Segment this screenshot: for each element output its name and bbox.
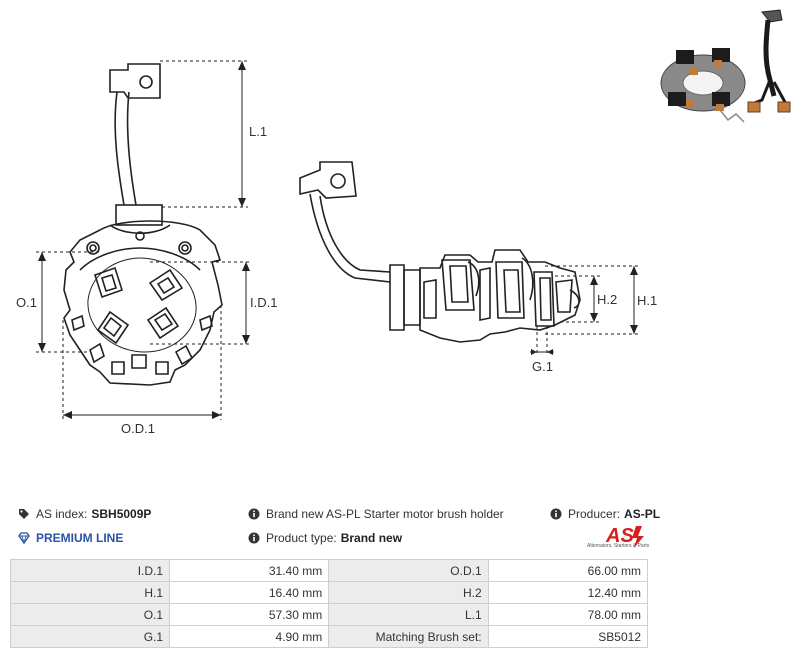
spec-value: 4.90 mm: [169, 625, 330, 648]
spec-label: Matching Brush set:: [328, 625, 489, 648]
dim-label-l1: L.1: [249, 124, 267, 139]
logo-tagline: Alternators, Starters & Parts: [587, 543, 650, 549]
dim-label-o1: O.1: [16, 295, 37, 310]
premium-line-text: PREMIUM LINE: [36, 531, 124, 545]
dim-label-h2: H.2: [597, 292, 617, 307]
spec-value: 16.40 mm: [169, 581, 330, 604]
table-row: I.D.1 31.40 mm O.D.1 66.00 mm: [9, 559, 649, 582]
spec-label: O.D.1: [328, 559, 489, 582]
as-index: AS index: SBH5009P: [18, 507, 151, 521]
front-dimensions: [36, 60, 252, 420]
spec-label: H.2: [328, 581, 489, 604]
dim-label-od1: O.D.1: [121, 421, 155, 436]
spec-value: 12.40 mm: [487, 581, 649, 604]
spec-value: 57.30 mm: [169, 603, 330, 626]
diamond-icon: [18, 532, 30, 544]
spec-value: 66.00 mm: [487, 559, 649, 582]
producer-value: AS-PL: [624, 507, 661, 521]
as-logo: AS: [605, 525, 644, 548]
as-index-label: AS index:: [36, 507, 88, 521]
lightning-icon: [632, 526, 644, 548]
table-row: G.1 4.90 mm Matching Brush set: SB5012: [9, 625, 649, 648]
logo-letters: AS: [605, 525, 634, 547]
dim-label-h1: H.1: [637, 293, 657, 308]
table-row: O.1 57.30 mm L.1 78.00 mm: [9, 603, 649, 626]
as-index-value: SBH5009P: [91, 507, 152, 521]
producer: Producer: AS-PL: [550, 507, 660, 521]
spec-value: SB5012: [487, 625, 649, 648]
side-view: [299, 161, 581, 343]
table-row: H.1 16.40 mm H.2 12.40 mm: [9, 581, 649, 604]
product-type-label: Product type:: [266, 531, 337, 545]
spec-value: 31.40 mm: [169, 559, 330, 582]
spec-label: H.1: [9, 581, 171, 604]
info-icon: [248, 508, 260, 520]
product-photo: [660, 9, 791, 123]
info-icon: [248, 532, 260, 544]
specs-table: I.D.1 31.40 mm O.D.1 66.00 mm H.1 16.40 …: [9, 559, 649, 648]
spec-label: G.1: [9, 625, 171, 648]
description-text: Brand new AS-PL Starter motor brush hold…: [266, 507, 504, 521]
front-view: [63, 63, 223, 386]
dim-label-g1: G.1: [532, 359, 553, 374]
spec-label: I.D.1: [9, 559, 171, 582]
product-type-value: Brand new: [340, 531, 403, 545]
premium-line: PREMIUM LINE: [18, 531, 123, 545]
spec-label: O.1: [9, 603, 171, 626]
spec-value: 78.00 mm: [487, 603, 649, 626]
producer-label: Producer:: [568, 507, 621, 521]
product-description: Brand new AS-PL Starter motor brush hold…: [248, 507, 504, 521]
dim-label-id1: I.D.1: [250, 295, 277, 310]
tag-icon: [19, 509, 29, 519]
technical-drawing: L.1 O.1 I.D.1 O.D.1: [16, 9, 791, 436]
product-type: Product type: Brand new: [248, 531, 402, 545]
spec-label: L.1: [328, 603, 489, 626]
info-icon: [550, 508, 562, 520]
